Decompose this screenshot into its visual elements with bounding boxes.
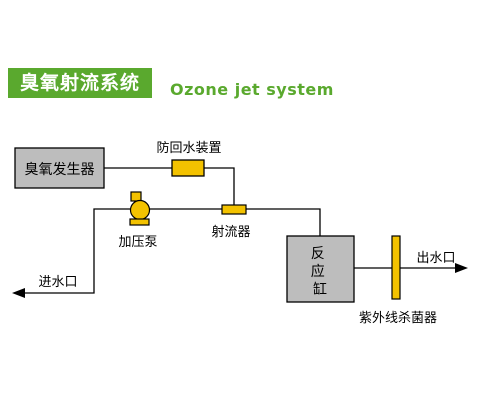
uv-sterilizer-lamp: [391, 235, 401, 300]
pipe-inlet: [22, 208, 132, 294]
booster-pump-icon: [129, 191, 151, 226]
uv-sterilizer-label: 紫外线杀菌器: [359, 311, 437, 326]
diagram-subtitle: Ozone jet system: [170, 80, 334, 99]
booster-pump-label: 加压泵: [118, 235, 157, 250]
reaction-tank-label: 反 应 缸: [311, 246, 329, 298]
water-outlet-label: 出水口: [416, 251, 455, 266]
outlet-arrow: [455, 263, 468, 273]
pipe-ejector-to-tank: [246, 208, 321, 236]
inlet-arrow: [12, 288, 25, 298]
backflow-preventer: [171, 159, 205, 177]
pipe-backflow-to-ejector: [204, 167, 235, 205]
ejector: [221, 204, 247, 215]
reaction-tank-box: [286, 235, 355, 303]
ozone-generator-label: 臭氧发生器: [25, 162, 95, 178]
ozone-generator-box: [14, 147, 105, 189]
backflow-preventer-label: 防回水装置: [156, 140, 221, 156]
ejector-label: 射流器: [211, 224, 250, 240]
diagram-title: 臭氧射流系统: [8, 68, 152, 98]
water-inlet-label: 进水口: [38, 275, 77, 290]
pipe-lines: [22, 167, 460, 294]
